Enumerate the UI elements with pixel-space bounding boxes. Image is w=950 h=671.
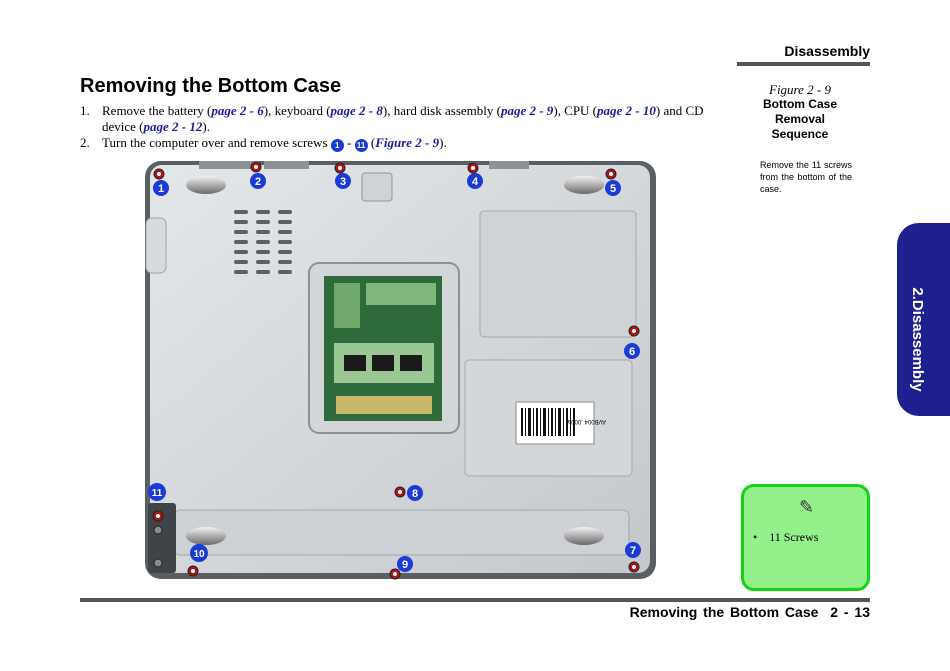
barcode-text: AVB004 .000a — [567, 418, 606, 424]
vent-grille — [234, 210, 292, 274]
header-title: Disassembly — [784, 43, 870, 59]
memory-chip — [400, 355, 422, 371]
step-text-part: Turn the computer over and remove screws — [102, 135, 328, 150]
memory-chip — [372, 355, 394, 371]
page-title: Removing the Bottom Case — [80, 75, 342, 97]
memory-chip — [366, 283, 436, 305]
callout-8: 8 — [407, 485, 423, 501]
step-text-part: ) and CD device ( — [102, 103, 704, 134]
hinge-bump — [264, 161, 309, 169]
callout-number: 7 — [630, 545, 636, 557]
step-text-part: ). — [439, 135, 447, 150]
figure-title: Bottom Case Removal Sequence — [762, 97, 837, 141]
screw[interactable] — [187, 565, 199, 577]
step-text-part: Remove the battery ( — [102, 103, 212, 118]
step-text-part: ), keyboard ( — [263, 103, 331, 118]
page-link[interactable]: page 2 - 9 — [500, 103, 554, 118]
page-link[interactable]: page 2 - 10 — [597, 103, 656, 118]
screw[interactable] — [152, 510, 164, 522]
step-text: Turn the computer over and remove screws… — [102, 135, 447, 152]
chapter-tab-label: 2.Disassembly — [909, 287, 926, 392]
step-text-part: - — [347, 135, 352, 150]
chapter-tab[interactable]: 2.Disassembly — [897, 223, 950, 416]
callout-9: 9 — [397, 556, 413, 572]
memory-contacts — [336, 396, 432, 414]
callout-number: 4 — [472, 176, 479, 188]
footer: Removing the Bottom Case 2 - 13 — [630, 604, 870, 620]
rubber-foot — [186, 176, 226, 194]
page-link[interactable]: page 2 - 6 — [211, 103, 264, 118]
figure-description: Remove the 11 screws from the bottom of … — [760, 160, 852, 194]
callout-5: 5 — [605, 180, 621, 196]
step-text: Remove the battery (page 2 - 6), keyboar… — [102, 103, 730, 135]
screw[interactable] — [334, 162, 346, 174]
page-link[interactable]: page 2 - 8 — [330, 103, 383, 118]
screw[interactable] — [467, 162, 479, 174]
figure-label: Figure 2 - 9 — [769, 82, 831, 97]
hinge-bump — [489, 161, 529, 169]
screw[interactable] — [628, 325, 640, 337]
screw[interactable] — [628, 561, 640, 573]
note-box: ✎ • 11 Screws — [741, 484, 870, 591]
note-item-text: 11 Screws — [769, 530, 819, 544]
screw[interactable] — [389, 568, 401, 580]
callout-3: 3 — [335, 173, 351, 189]
footer-rule — [80, 598, 870, 602]
callout-number: 3 — [340, 176, 346, 188]
rubber-foot — [186, 527, 226, 545]
callout-10: 10 — [190, 544, 208, 562]
callout-number: 11 — [152, 488, 163, 499]
callout-6: 6 — [624, 343, 640, 359]
memory-chip — [344, 355, 366, 371]
callout-1: 1 — [153, 180, 169, 196]
page-link[interactable]: page 2 - 12 — [143, 119, 203, 134]
callout-number: 10 — [193, 549, 205, 560]
screw[interactable] — [153, 168, 165, 180]
step-text-part: ), CPU ( — [553, 103, 598, 118]
header-rule — [737, 62, 870, 66]
screw[interactable] — [153, 525, 163, 535]
screw[interactable] — [153, 558, 163, 568]
callout-number: 9 — [402, 559, 408, 571]
callout-7: 7 — [625, 542, 641, 558]
rubber-foot — [564, 527, 604, 545]
callout-number: 8 — [412, 488, 418, 500]
memory-chip — [334, 283, 360, 328]
figure-link[interactable]: Figure 2 - 9 — [375, 135, 440, 150]
screw[interactable] — [605, 168, 617, 180]
callout-number: 1 — [158, 183, 164, 195]
latch — [361, 172, 393, 202]
step-number: 2. — [80, 135, 90, 150]
callout-4: 4 — [467, 173, 483, 189]
footer-section-title: Removing the Bottom Case — [629, 604, 819, 620]
rubber-foot — [564, 176, 604, 194]
barcode — [521, 408, 575, 436]
step-1: 1. Remove the battery (page 2 - 6), keyb… — [80, 103, 730, 135]
step-text-part: ). — [202, 119, 210, 134]
step-text-part: ), hard disk assembly ( — [382, 103, 501, 118]
hdd-cover — [479, 210, 637, 338]
callout-11: 11 — [148, 483, 166, 501]
screw-badge: 1 — [330, 139, 344, 152]
screw[interactable] — [250, 161, 262, 173]
note-item: • 11 Screws — [753, 530, 819, 544]
callout-2: 2 — [250, 173, 266, 189]
instruction-steps: 1. Remove the battery (page 2 - 6), keyb… — [80, 103, 730, 152]
side-recess — [145, 217, 167, 274]
step-text-part: ( — [370, 135, 376, 150]
callout-number: 6 — [629, 346, 635, 358]
bottom-case-figure: AVB004 .000a 1 2 3 4 5 6 7 8 9 10 11 — [145, 161, 656, 580]
step-2: 2. Turn the computer over and remove scr… — [80, 135, 730, 152]
screw[interactable] — [394, 486, 406, 498]
pencil-icon: ✎ — [799, 497, 815, 518]
front-strip — [173, 509, 630, 556]
screw-badge: 11 — [354, 139, 368, 152]
step-number: 1. — [80, 103, 90, 118]
callout-number: 2 — [255, 176, 261, 188]
callout-number: 5 — [610, 183, 616, 195]
page-number: 2 - 13 — [830, 604, 870, 620]
hinge-bump — [199, 161, 259, 169]
